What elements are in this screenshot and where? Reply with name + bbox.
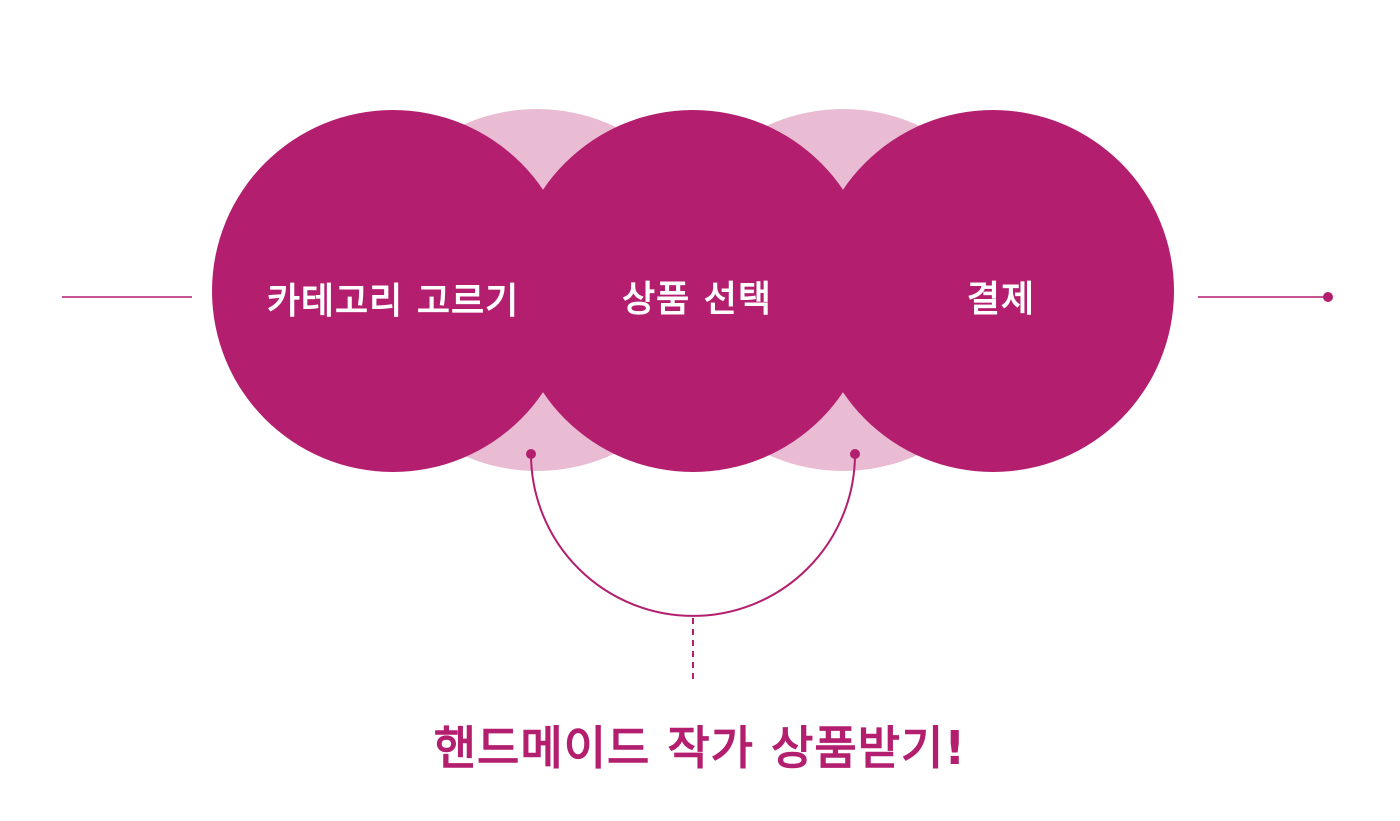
return-arc [530,453,856,617]
diagram-caption: 핸드메이드 작가 상품받기! [433,721,967,775]
step-label-category: 카테고리 고르기 [266,281,520,322]
step-label-product: 상품 선택 [621,279,773,320]
arc-start-dot [526,449,536,459]
step-circle-3 [812,110,1174,472]
step-label-payment: 결제 [966,279,1036,320]
step-circle-1 [212,110,574,472]
right-connector-dot [1323,292,1333,302]
arc-end-dot [850,449,860,459]
step-circle-2 [512,110,874,472]
